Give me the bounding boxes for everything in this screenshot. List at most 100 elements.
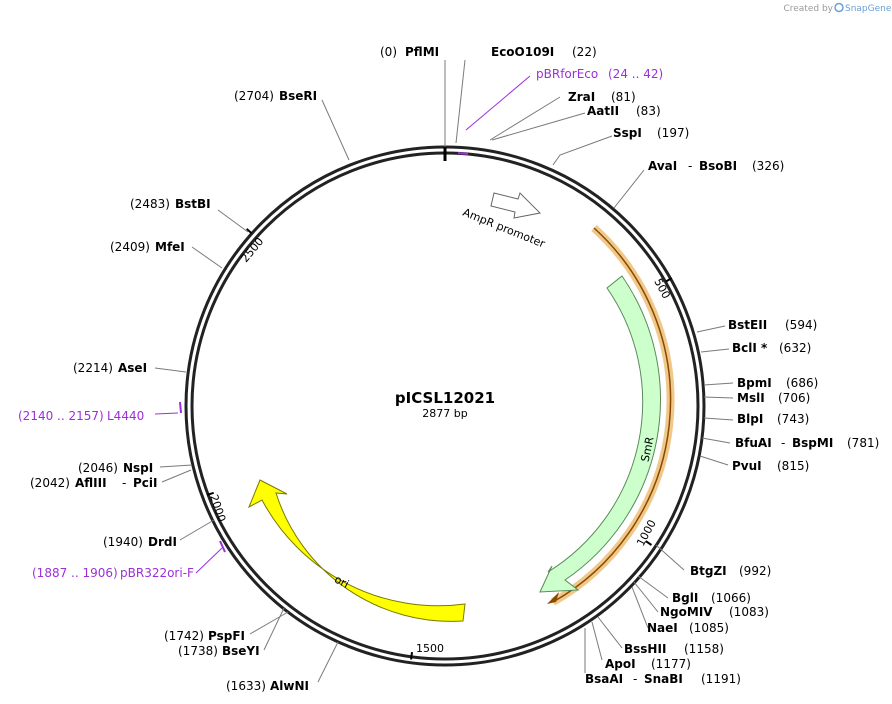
- primer-pbr322ori[interactable]: (1887 .. 1906) pBR322ori-F: [32, 566, 194, 580]
- ori-feature[interactable]: [248, 479, 466, 622]
- site-drdi[interactable]: (1940) DrdI: [103, 535, 177, 549]
- site-btgzi[interactable]: BtgZI (992): [690, 564, 771, 578]
- site-bsteii-name: BstEII: [728, 318, 767, 332]
- site-aatii-pos: (83): [636, 104, 661, 118]
- ampr-promoter-feature[interactable]: [490, 192, 542, 219]
- orf-line: [552, 227, 672, 603]
- site-pvui-pos: (815): [777, 459, 809, 473]
- leader-sspi: [552, 135, 613, 166]
- site-bsshii-name: BssHII: [624, 642, 666, 656]
- site-blpi[interactable]: BlpI (743): [737, 412, 809, 426]
- primer-pbrforeco-range: (24 .. 42): [608, 67, 663, 81]
- site-bsaai[interactable]: BsaAI - SnaBI (1191): [585, 672, 741, 686]
- primer-l4440[interactable]: (2140 .. 2157) L4440: [18, 409, 144, 423]
- site-bcli-pos: (632): [779, 341, 811, 355]
- tick-label-1500: 1500: [416, 642, 444, 655]
- leader-lines: [154, 59, 734, 683]
- site-btgzi-pos: (992): [739, 564, 771, 578]
- plasmid-name: pICSL12021: [395, 389, 495, 407]
- leader-btgzi: [655, 544, 685, 571]
- leader-blpi: [703, 417, 734, 421]
- site-apoi-name: ApoI: [605, 657, 636, 671]
- site-bfuai[interactable]: BfuAI - BspMI (781): [735, 436, 879, 450]
- site-bpmi-name: BpmI: [737, 376, 772, 390]
- site-bseyi-pos: (1738): [178, 644, 218, 658]
- site-bsshii[interactable]: BssHII (1158): [624, 642, 724, 656]
- site-ecoo109i[interactable]: EcoO109I (22): [491, 45, 597, 59]
- primer-pbr322ori-range: (1887 .. 1906): [32, 566, 118, 580]
- site-sspi[interactable]: SspI (197): [613, 126, 689, 140]
- site-bsaai-name2: SnaBI: [644, 672, 683, 686]
- site-asei-name: AseI: [118, 361, 147, 375]
- site-aatii[interactable]: AatII (83): [587, 104, 661, 118]
- site-apoi[interactable]: ApoI (1177): [605, 657, 691, 671]
- site-avai[interactable]: AvaI - BsoBI (326): [648, 159, 784, 173]
- leader-pspfi: [249, 611, 289, 635]
- site-zrai[interactable]: ZraI (81): [568, 90, 636, 104]
- site-afliii[interactable]: (2042) AflIII - PciI: [30, 476, 158, 490]
- leader-aatii: [491, 112, 586, 141]
- leader-bfuai: [701, 437, 731, 444]
- tick-label-2500: 2500: [238, 235, 266, 265]
- site-ngomiv[interactable]: NgoMIV (1083): [660, 605, 769, 619]
- site-bsshii-pos: (1158): [684, 642, 724, 656]
- site-avai-name2: BsoBI: [699, 159, 737, 173]
- site-bstbi[interactable]: (2483) BstBI: [130, 197, 211, 211]
- site-bsteii[interactable]: BstEII (594): [728, 318, 817, 332]
- site-nspi[interactable]: (2046) NspI: [78, 461, 153, 475]
- site-bseyi[interactable]: (1738) BseYI: [178, 644, 260, 658]
- site-alwni[interactable]: (1633) AlwNI: [226, 679, 309, 693]
- site-bstbi-name: BstBI: [175, 197, 211, 211]
- site-naei[interactable]: NaeI (1085): [647, 621, 729, 635]
- leader-bseyi: [263, 607, 285, 651]
- site-bsaai-pos: (1191): [701, 672, 741, 686]
- site-btgzi-name: BtgZI: [690, 564, 727, 578]
- site-afliii-name2: PciI: [133, 476, 158, 490]
- smr-feature[interactable]: [539, 275, 661, 593]
- site-bseri[interactable]: (2704) BseRI: [234, 89, 317, 103]
- site-bsteii-pos: (594): [785, 318, 817, 332]
- smr-label: SmR: [639, 435, 657, 463]
- leader-zrai: [489, 96, 561, 141]
- site-asei-pos: (2214): [73, 361, 113, 375]
- site-ecoo109i-pos: (22): [572, 45, 597, 59]
- site-bcli-name: BclI *: [732, 341, 768, 355]
- leader-bsshii: [597, 616, 623, 649]
- primer-pbrforeco-name: pBRforEco: [536, 67, 598, 81]
- site-bgli[interactable]: BglI (1066): [672, 591, 751, 605]
- site-sspi-pos: (197): [657, 126, 689, 140]
- site-asei[interactable]: (2214) AseI: [73, 361, 147, 375]
- site-bfuai-pos: (781): [847, 436, 879, 450]
- site-nspi-pos: (2046): [78, 461, 118, 475]
- site-ngomiv-name: NgoMIV: [660, 605, 713, 619]
- leader-mfei: [191, 246, 223, 269]
- leader-ngomiv: [633, 581, 659, 613]
- ori-label: ori: [332, 573, 351, 591]
- site-bfuai-name: BfuAI: [735, 436, 772, 450]
- site-pflmi-pos: (0): [380, 45, 397, 59]
- site-bpmi[interactable]: BpmI (686): [737, 376, 818, 390]
- site-alwni-name: AlwNI: [270, 679, 309, 693]
- site-pflmi-name: PflMI: [405, 45, 439, 59]
- site-mfei[interactable]: (2409) MfeI: [110, 240, 185, 254]
- site-bcli[interactable]: BclI * (632): [732, 341, 811, 355]
- site-pspfi[interactable]: (1742) PspFI: [164, 629, 245, 643]
- site-mfei-name: MfeI: [155, 240, 185, 254]
- leader-l4440: [154, 412, 179, 415]
- site-blpi-pos: (743): [777, 412, 809, 426]
- primer-mark-pbrforeco: [457, 152, 469, 155]
- site-pvui[interactable]: PvuI (815): [732, 459, 809, 473]
- site-bsaai-name: BsaAI: [585, 672, 623, 686]
- leader-nspi: [159, 464, 193, 468]
- site-nspi-name: NspI: [123, 461, 153, 475]
- site-pflmi[interactable]: (0) PflMI: [380, 45, 439, 59]
- primer-pbrforeco[interactable]: pBRforEco (24 .. 42): [536, 67, 663, 81]
- leader-alwni: [317, 641, 339, 683]
- leader-bgli: [637, 575, 669, 599]
- leader-eco109: [455, 59, 466, 144]
- site-afliii-pos: (2042): [30, 476, 70, 490]
- site-msli[interactable]: MslI (706): [737, 391, 810, 405]
- leader-afliii: [161, 469, 192, 483]
- site-bpmi-pos: (686): [786, 376, 818, 390]
